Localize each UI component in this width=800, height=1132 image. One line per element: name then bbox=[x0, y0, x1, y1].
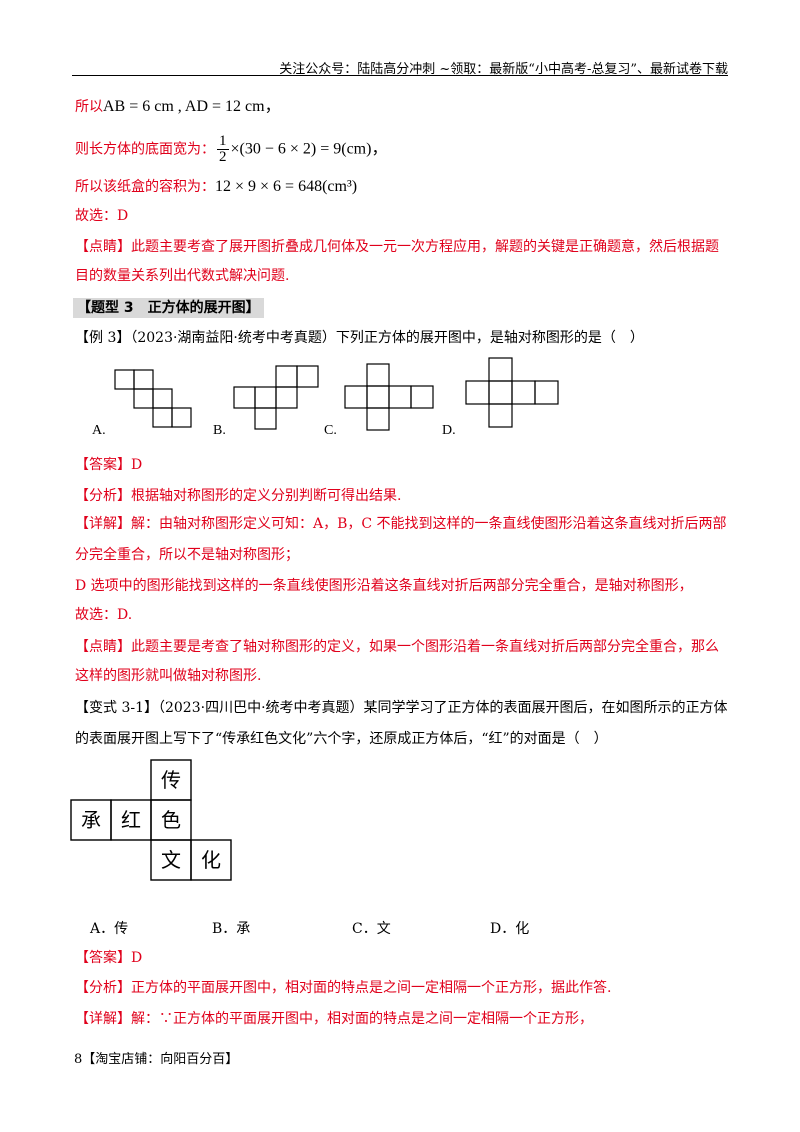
shop-name: 【淘宝店铺：向阳百分百】 bbox=[82, 1052, 239, 1067]
solution-line-3-math: 12 × 9 × 6 = 648(cm³) bbox=[215, 178, 358, 195]
example3-detail-1: 【详解】解：由轴对称图形定义可知：A，B，C 不能找到这样的一条直线使图形沿着这… bbox=[75, 516, 727, 532]
net-option-d bbox=[465, 357, 559, 428]
variant31-answer: 【答案】D bbox=[75, 950, 143, 966]
example3-answer: 【答案】D bbox=[75, 457, 143, 473]
net-option-a bbox=[114, 369, 192, 428]
net-option-c bbox=[344, 363, 434, 431]
example3-detail-2: 分完全重合，所以不是轴对称图形； bbox=[75, 547, 299, 563]
example3-comment-1: 【点睛】此题主要是考查了轴对称图形的定义，如果一个图形沿着一条直线对折后两部分完… bbox=[75, 639, 719, 655]
solution-line-1-prefix: 所以 bbox=[75, 99, 103, 115]
fraction-numerator: 1 bbox=[217, 133, 229, 150]
example3-question: 【例 3】（2023·湖南益阳·统考中考真题）下列正方体的展开图中，是轴对称图形… bbox=[75, 330, 644, 346]
solution-line-3: 所以该纸盒的容积为：12 × 9 × 6 = 648(cm³) bbox=[75, 177, 730, 197]
net-cell-cheng: 承 bbox=[81, 808, 101, 832]
option-a-label: A. bbox=[92, 423, 106, 438]
choice-b: B．承 bbox=[212, 921, 251, 937]
net-option-b bbox=[233, 365, 319, 430]
page-footer: 8【淘宝店铺：向阳百分百】 bbox=[74, 1048, 238, 1067]
example3-analysis: 【分析】根据轴对称图形的定义分别判断可得出结果. bbox=[75, 488, 402, 504]
example3-detail-3: D 选项中的图形能找到这样的一条直线使图形沿着这条直线对折后两部分完全重合，是轴… bbox=[75, 578, 693, 594]
example3-detail-4: 故选：D. bbox=[75, 607, 133, 623]
net-cell-hong: 红 bbox=[121, 808, 141, 832]
section-title: 【题型 3 正方体的展开图】 bbox=[73, 298, 264, 318]
net-cell-hua: 化 bbox=[201, 848, 221, 872]
option-d-label: D. bbox=[442, 423, 456, 438]
variant31-question-2: 的表面展开图上写下了“传承红色文化”六个字，还原成正方体后，“红”的对面是（ ） bbox=[75, 731, 608, 747]
example3-comment-2: 这样的图形就叫做轴对称图形. bbox=[75, 668, 262, 684]
option-b-label: B. bbox=[213, 423, 226, 438]
variant-net bbox=[70, 759, 232, 881]
solution-line-1-math: AB = 6 cm , AD = 12 cm， bbox=[103, 98, 281, 115]
solution-line-2-prefix: 则长方体的底面宽为： bbox=[75, 141, 215, 158]
solution-line-1: 所以AB = 6 cm , AD = 12 cm， bbox=[75, 97, 730, 117]
comment-line-2: 目的数量关系列出代数式解决问题. bbox=[75, 268, 290, 284]
variant31-analysis: 【分析】正方体的平面展开图中，相对面的特点是之间一定相隔一个正方形，据此作答. bbox=[75, 980, 612, 996]
net-cell-se: 色 bbox=[161, 808, 181, 832]
variant31-question-1: 【变式 3-1】（2023·四川巴中·统考中考真题）某同学学习了正方体的表面展开… bbox=[75, 700, 728, 716]
choice-a: A．传 bbox=[90, 921, 129, 937]
header-rule bbox=[72, 75, 728, 76]
fraction-denominator: 2 bbox=[219, 149, 227, 165]
solution-line-3-prefix: 所以该纸盒的容积为： bbox=[75, 179, 215, 195]
comment-line-1: 【点睛】此题主要考查了展开图折叠成几何体及一元一次方程应用，解题的关键是正确题意… bbox=[75, 239, 719, 255]
solution-line-2-math: ×(30 − 6 × 2) = 9(cm)， bbox=[230, 140, 388, 158]
page-number: 8 bbox=[74, 1052, 83, 1067]
net-cell-wen: 文 bbox=[161, 848, 181, 872]
solution-line-4: 故选：D bbox=[75, 208, 129, 224]
net-cell-chuan: 传 bbox=[161, 768, 181, 792]
variant31-detail-1: 【详解】解：∵正方体的平面展开图中，相对面的特点是之间一定相隔一个正方形， bbox=[75, 1011, 593, 1027]
choice-d: D．化 bbox=[490, 921, 530, 937]
page-header-text: 关注公众号：陆陆高分冲刺 ~领取：最新版“小中高考-总复习”、最新试卷下载 bbox=[279, 62, 728, 77]
choice-c: C．文 bbox=[352, 921, 391, 937]
option-c-label: C. bbox=[324, 423, 337, 438]
